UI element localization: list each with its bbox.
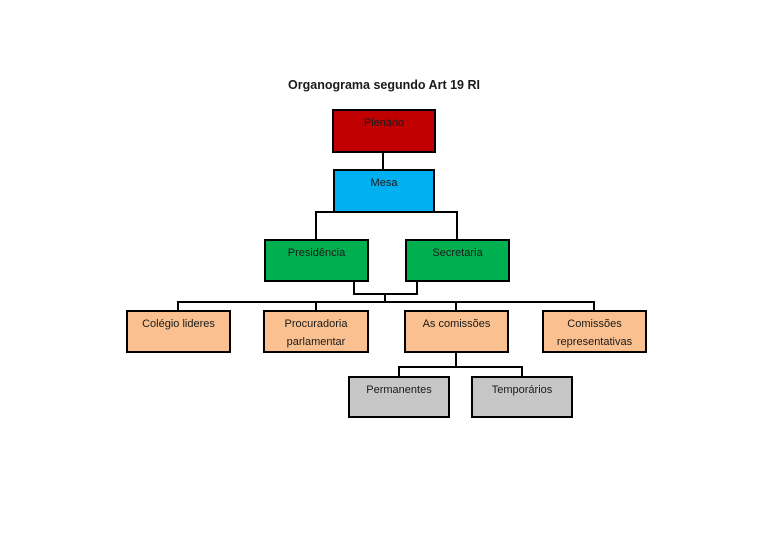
connector-plenario-mesa <box>382 153 384 170</box>
org-node-as-comissoes-label: As comissões <box>422 318 491 330</box>
connector-presidencia-drop <box>353 280 355 295</box>
org-node-secretaria: Secretaria <box>405 239 510 282</box>
connector-merge-horizontal <box>353 293 418 295</box>
connector-secretaria-drop <box>416 280 418 295</box>
org-node-mesa-label: Mesa <box>370 177 398 189</box>
org-node-permanentes: Permanentes <box>348 376 450 418</box>
org-node-plenario: Plenário <box>332 109 436 153</box>
org-node-presidencia: Presidência <box>264 239 369 282</box>
connector-drop-procuradoria <box>315 303 317 311</box>
connector-mesa-presidencia <box>315 211 317 240</box>
connector-drop-permanentes <box>398 368 400 377</box>
connector-as-comissoes-drop <box>455 352 457 368</box>
connector-drop-as-comissoes <box>455 303 457 311</box>
connector-drop-representativas <box>593 303 595 311</box>
org-node-colegio-lideres: Colégio lideres <box>126 310 231 353</box>
org-node-permanentes-label: Permanentes <box>366 384 432 396</box>
org-node-plenario-label: Plenário <box>363 117 405 129</box>
org-node-temporarios: Temporários <box>471 376 573 418</box>
org-node-as-comissoes: As comissões <box>404 310 509 353</box>
connector-drop-colegio-lideres <box>177 303 179 311</box>
connector-merge-center <box>384 295 386 303</box>
connector-mesa-secretaria <box>456 211 458 240</box>
org-node-mesa: Mesa <box>333 169 435 213</box>
connector-drop-temporarios <box>521 368 523 377</box>
org-node-temporarios-label: Temporários <box>491 384 553 396</box>
page-title: Organograma segundo Art 19 RI <box>288 78 480 92</box>
org-node-presidencia-label: Presidência <box>287 247 346 259</box>
connector-level4-horizontal <box>177 301 595 303</box>
org-node-comissoes-representativas: Comissões representativas <box>542 310 647 353</box>
org-node-secretaria-label: Secretaria <box>432 247 483 259</box>
org-node-procuradoria-label: Procuradoria parlamentar <box>284 318 348 348</box>
org-node-representativas-label: Comissões representativas <box>556 318 633 348</box>
connector-level5-horizontal <box>398 366 523 368</box>
org-node-colegio-lideres-label: Colégio lideres <box>142 318 215 330</box>
org-node-procuradoria-parlamentar: Procuradoria parlamentar <box>263 310 369 353</box>
